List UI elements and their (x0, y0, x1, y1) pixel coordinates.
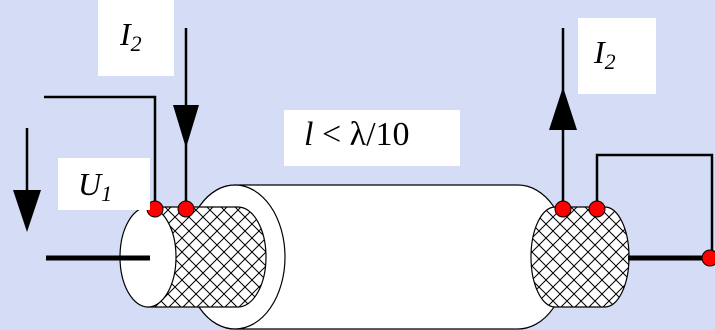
right-shield-braid (530, 206, 630, 308)
right-current-arrowhead (549, 87, 577, 130)
terminal-dot (554, 200, 572, 218)
current-label-left: I2 (98, 0, 174, 76)
terminal-dot (701, 249, 715, 267)
left-voltage-wire (44, 95, 157, 208)
current-label-right: I2 (578, 18, 656, 94)
left-current-arrowhead (173, 105, 199, 148)
right-short-wire (595, 153, 714, 258)
voltage-label: U1 (58, 158, 150, 210)
terminal-dot (177, 200, 195, 218)
voltage-arrowhead (13, 190, 41, 232)
length-condition-label: l < λ/10 (284, 110, 460, 166)
terminal-dot (588, 200, 606, 218)
